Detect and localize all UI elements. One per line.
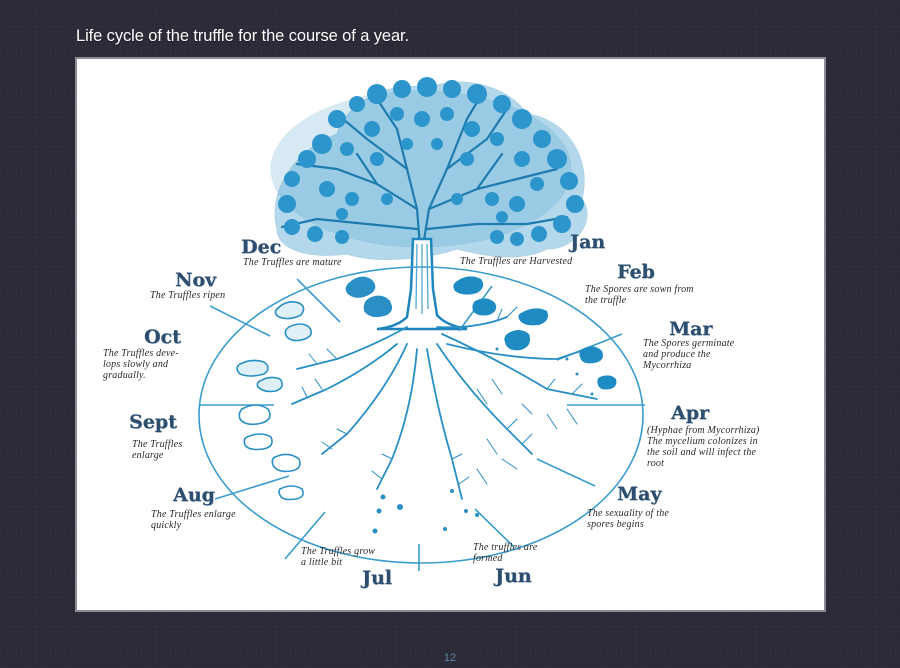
month-caption-feb: The Spores are sown from the truffle — [585, 284, 694, 306]
month-label-feb: Feb — [617, 261, 655, 283]
month-label-dec: Dec — [241, 236, 282, 258]
month-caption-oct: The Truffles deve- lops slowly and gradu… — [103, 348, 179, 381]
month-label-aug: Aug — [173, 484, 215, 506]
month-caption-aug: The Truffles enlarge quickly — [151, 509, 236, 531]
month-caption-dec: The Truffles are mature — [243, 257, 342, 268]
month-label-apr: Apr — [671, 402, 710, 424]
month-caption-jul: The Truffles grow a little bit — [301, 546, 376, 568]
truffle-lifecycle-figure: Jan The Truffles are Harvested Feb The S… — [75, 57, 826, 612]
month-label-mar: Mar — [669, 318, 713, 340]
month-caption-sept: The Truffles enlarge — [132, 439, 183, 461]
page-number: 12 — [443, 652, 457, 664]
month-label-oct: Oct — [144, 326, 181, 348]
month-caption-apr: (Hyphae from Mycorrhiza) The mycelium co… — [647, 425, 760, 469]
ground-ellipse — [198, 266, 644, 564]
month-label-jun: Jun — [495, 565, 532, 587]
month-caption-may: The sexuality of the spores begins — [587, 508, 670, 530]
slide-title: Life cycle of the truffle for the course… — [76, 27, 410, 45]
month-label-may: May — [617, 483, 662, 505]
month-label-jan: Jan — [570, 231, 606, 253]
tree-canopy-icon — [270, 77, 588, 261]
month-label-sept: Sept — [129, 411, 177, 433]
month-caption-jun: The truffles are formed — [473, 542, 538, 564]
month-caption-nov: The Truffles ripen — [150, 290, 226, 301]
roots-icon — [291, 306, 598, 500]
lifecycle-illustration — [198, 77, 645, 571]
month-caption-jan: The Truffles are Harvested — [460, 256, 573, 267]
truffle-blobs-left — [236, 276, 393, 501]
spores-icon — [372, 347, 594, 534]
month-label-jul: Jul — [362, 567, 393, 589]
month-label-nov: Nov — [175, 269, 217, 291]
month-caption-mar: The Spores germinate and produce the Myc… — [643, 338, 735, 371]
truffle-blobs-right — [453, 276, 617, 390]
